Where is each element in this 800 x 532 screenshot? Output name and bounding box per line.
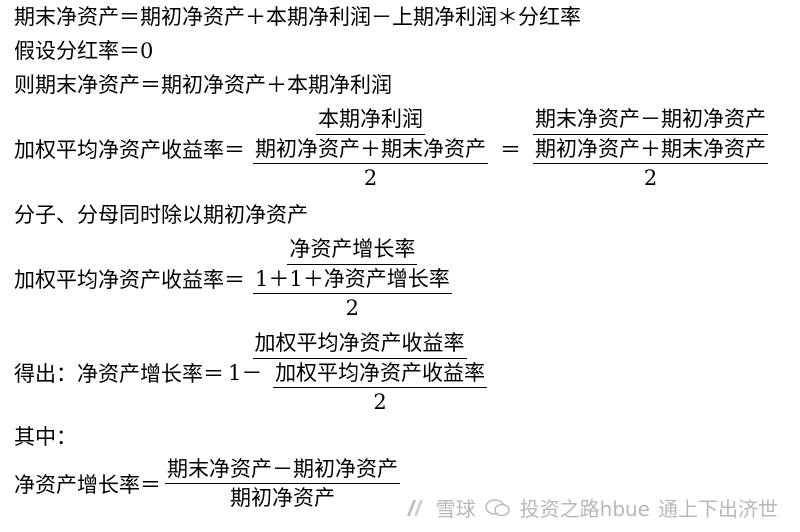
- fraction-2-inner-numerator: 期初净资产＋期末净资产: [533, 136, 768, 164]
- watermark-author: 投资之路hbue: [519, 497, 650, 521]
- fraction-2: 期末净资产－期初净资产 期初净资产＋期末净资产 2: [529, 106, 772, 191]
- fraction-1-numerator: 本期净利润: [316, 106, 425, 135]
- fraction-5-numerator: 期末净资产－期初净资产: [165, 456, 400, 484]
- line-weighted-roe-growth: 加权平均净资产收益率＝ 净资产增长率 1＋1＋净资产增长率 2: [14, 236, 460, 321]
- line-where: 其中：: [14, 425, 77, 449]
- fraction-4-inner-numerator: 加权平均净资产收益率: [273, 360, 488, 388]
- fraction-1-inner: 期初净资产＋期末净资产 2: [253, 136, 488, 191]
- line-weighted-roe-formula: 加权平均净资产收益率＝ 本期净利润 期初净资产＋期末净资产 2 ＝ 期末净资产－…: [14, 106, 776, 191]
- fraction-4-inner: 加权平均净资产收益率 2: [273, 360, 488, 415]
- watermark-author-2: 通上下出济世: [658, 497, 778, 521]
- fraction-1: 本期净利润 期初净资产＋期末净资产 2: [249, 106, 492, 191]
- line-net-assets-formula: 期末净资产＝期初净资产＋本期净利润－上期净利润＊分红率: [14, 5, 581, 29]
- watermark-site: 雪球: [435, 497, 476, 521]
- line-dividend-assumption: 假设分红率＝0: [14, 39, 154, 63]
- fraction-1-denominator: 期初净资产＋期末净资产 2: [249, 135, 492, 191]
- fraction-1-inner-numerator: 期初净资产＋期末净资产: [253, 136, 488, 164]
- fraction-4-numerator: 加权平均净资产收益率: [252, 330, 467, 359]
- line-growth-result: 得出：净资产增长率＝ 加权平均净资产收益率 1－ 加权平均净资产收益率 2: [14, 330, 495, 415]
- fraction-5-denominator: 期初净资产: [230, 486, 335, 510]
- fraction-4-denominator: 1－ 加权平均净资产收益率 2: [228, 359, 491, 415]
- fraction-2-inner: 期初净资产＋期末净资产 2: [533, 136, 768, 191]
- result-label: 得出：净资产增长率＝: [14, 361, 224, 386]
- weighted-roe-label: 加权平均净资产收益率＝: [14, 137, 245, 162]
- fraction-3-numerator: 净资产增长率: [287, 236, 418, 265]
- fraction-4-denominator-prefix: 1－: [228, 361, 263, 385]
- fraction-2-numerator: 期末净资产－期初净资产: [533, 106, 768, 135]
- fraction-4-inner-denominator: 2: [373, 390, 387, 414]
- growth-label: 净资产增长率＝: [14, 472, 161, 497]
- fraction-2-inner-denominator: 2: [643, 166, 658, 190]
- fraction-4: 加权平均净资产收益率 1－ 加权平均净资产收益率 2: [228, 330, 491, 415]
- weighted-roe-label-2: 加权平均净资产收益率＝: [14, 267, 245, 292]
- fraction-3-inner-denominator: 2: [345, 296, 360, 320]
- wechat-bubble-icon: [484, 498, 510, 516]
- fraction-3-inner-numerator: 1＋1＋净资产增长率: [253, 266, 452, 294]
- watermark: 雪球 投资之路hbue 通上下出济世: [404, 493, 778, 522]
- equals-sign: ＝: [500, 137, 521, 162]
- line-net-assets-simplified: 则期末净资产＝期初净资产＋本期净利润: [14, 73, 392, 97]
- xueqiu-logo-icon: [406, 499, 423, 516]
- line-divide-statement: 分子、分母同时除以期初净资产: [14, 203, 308, 227]
- fraction-3-inner: 1＋1＋净资产增长率 2: [253, 266, 452, 321]
- fraction-5: 期末净资产－期初净资产 期初净资产: [165, 456, 400, 511]
- line-growth-definition: 净资产增长率＝ 期末净资产－期初净资产 期初净资产: [14, 456, 404, 511]
- fraction-3: 净资产增长率 1＋1＋净资产增长率 2: [249, 236, 456, 321]
- fraction-1-inner-denominator: 2: [363, 166, 378, 190]
- fraction-2-denominator: 期初净资产＋期末净资产 2: [529, 135, 772, 191]
- fraction-3-denominator: 1＋1＋净资产增长率 2: [249, 265, 456, 321]
